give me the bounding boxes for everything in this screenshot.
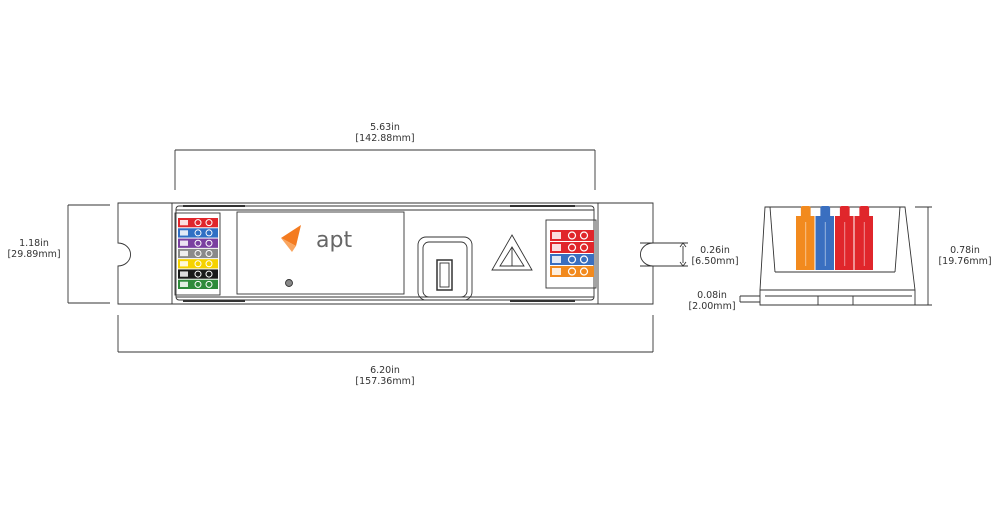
side-wire-1 (796, 206, 815, 270)
status-led (285, 279, 293, 287)
dim-height-metric: [29.89mm] (7, 249, 61, 260)
side-wire-3 (835, 206, 854, 270)
left-wire-terminal-6 (178, 269, 218, 279)
dim-slot-metric: [6.50mm] (691, 256, 739, 267)
dim-base-metric: [2.00mm] (688, 301, 736, 312)
dim-slot-line (640, 242, 688, 267)
switch-button (436, 259, 453, 291)
right-connector-housing (545, 219, 597, 289)
dim-overall-length-imperial: 6.20in (370, 365, 400, 376)
side-view-wires (796, 206, 873, 270)
left-wire-terminal-4 (178, 248, 218, 259)
dim-overall-length-line (117, 315, 654, 353)
dim-height-line (67, 204, 110, 304)
left-wire-terminal-2 (178, 228, 218, 238)
left-wire-terminals (178, 218, 218, 289)
left-wire-terminal-1 (178, 218, 218, 228)
dim-height-imperial: 1.18in (19, 238, 49, 249)
dim-depth-metric: [19.76mm] (938, 256, 992, 267)
label-panel (236, 211, 405, 295)
left-wire-terminal-5 (178, 259, 218, 269)
switch-housing (417, 236, 473, 301)
right-wire-terminal-1 (550, 230, 594, 241)
left-wire-terminal-7 (178, 279, 218, 289)
dim-slot-label: 0.26in [6.50mm] (687, 245, 743, 267)
side-view-outline (759, 206, 916, 306)
dim-base-label: 0.08in [2.00mm] (685, 290, 739, 312)
dim-overall-length-label: 6.20in [157.36mm] (345, 365, 425, 387)
dim-inner-length-label: 5.63in [142.88mm] (345, 122, 425, 144)
recycle-triangle-icon (491, 234, 533, 271)
side-wire-2 (815, 206, 834, 270)
dim-depth-label: 0.78in [19.76mm] (932, 245, 998, 267)
dim-inner-length-imperial: 5.63in (370, 122, 400, 133)
right-wire-terminals (550, 230, 594, 277)
body-outline (117, 202, 654, 305)
dim-overall-length-metric: [157.36mm] (355, 376, 415, 387)
dim-slot-imperial: 0.26in (700, 245, 730, 256)
side-wire-4 (854, 206, 873, 270)
dim-depth-imperial: 0.78in (950, 245, 980, 256)
dim-inner-length-line (174, 149, 596, 190)
apt-logo-icon (281, 225, 301, 252)
inner-frame (171, 203, 599, 304)
dim-base-line (739, 295, 760, 303)
dim-height-label: 1.18in [29.89mm] (2, 238, 66, 260)
dim-inner-length-metric: [142.88mm] (355, 133, 415, 144)
dim-depth-line (915, 206, 932, 306)
left-wire-terminal-3 (178, 238, 218, 248)
dim-base-imperial: 0.08in (697, 290, 727, 301)
right-wire-terminal-3 (550, 254, 594, 265)
brand-name: apt (316, 228, 352, 253)
right-wire-terminal-4 (550, 266, 594, 277)
right-wire-terminal-2 (550, 242, 594, 253)
left-connector-housing (174, 212, 221, 296)
